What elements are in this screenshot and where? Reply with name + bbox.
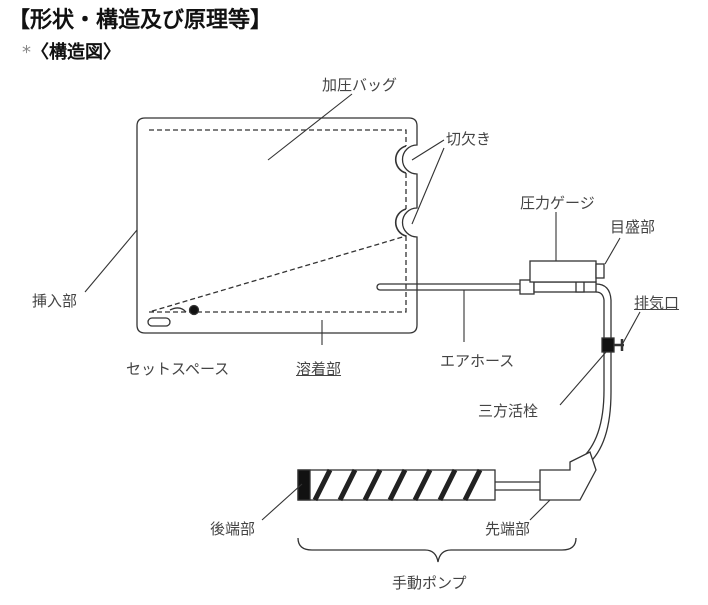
label-air-hose: エアホース xyxy=(440,352,515,370)
diagram-subtitle: *〈構造図〉 xyxy=(22,38,121,64)
label-welded: 溶着部 xyxy=(296,360,342,378)
label-scale: 目盛部 xyxy=(610,218,656,236)
air-hose xyxy=(376,283,523,291)
pump-brace xyxy=(297,537,577,563)
pump-spiral xyxy=(312,468,483,502)
gauge-scale xyxy=(595,263,605,279)
subtitle-text: 〈構造図〉 xyxy=(31,42,121,63)
section-title: 【形状・構造及び原理等】 xyxy=(8,8,273,33)
label-insertion: 挿入部 xyxy=(32,292,78,310)
notch-lower xyxy=(394,208,407,237)
label-tip: 先端部 xyxy=(485,520,531,538)
label-notch: 切欠き xyxy=(446,130,492,148)
label-three-way-cock: 三方活栓 xyxy=(478,402,539,420)
label-set-space: セットスペース xyxy=(126,360,230,378)
set-space-dot xyxy=(188,304,200,316)
three-way-cock xyxy=(601,337,615,353)
insertion-slot xyxy=(147,317,171,327)
label-pressure-gauge: 圧力ゲージ xyxy=(520,194,595,212)
pressure-gauge xyxy=(529,260,597,283)
pump-rear-cap xyxy=(297,469,311,501)
weld-line xyxy=(148,129,407,313)
pump-head xyxy=(539,451,597,501)
notch-upper xyxy=(394,145,407,174)
label-rear-end: 後端部 xyxy=(210,520,256,538)
asterisk: * xyxy=(22,42,31,63)
label-exhaust-port: 排気口 xyxy=(634,294,680,312)
label-pressure-bag: 加圧バッグ xyxy=(322,76,398,94)
label-manual-pump: 手動ポンプ xyxy=(392,574,467,592)
pressure-bag xyxy=(136,117,418,334)
